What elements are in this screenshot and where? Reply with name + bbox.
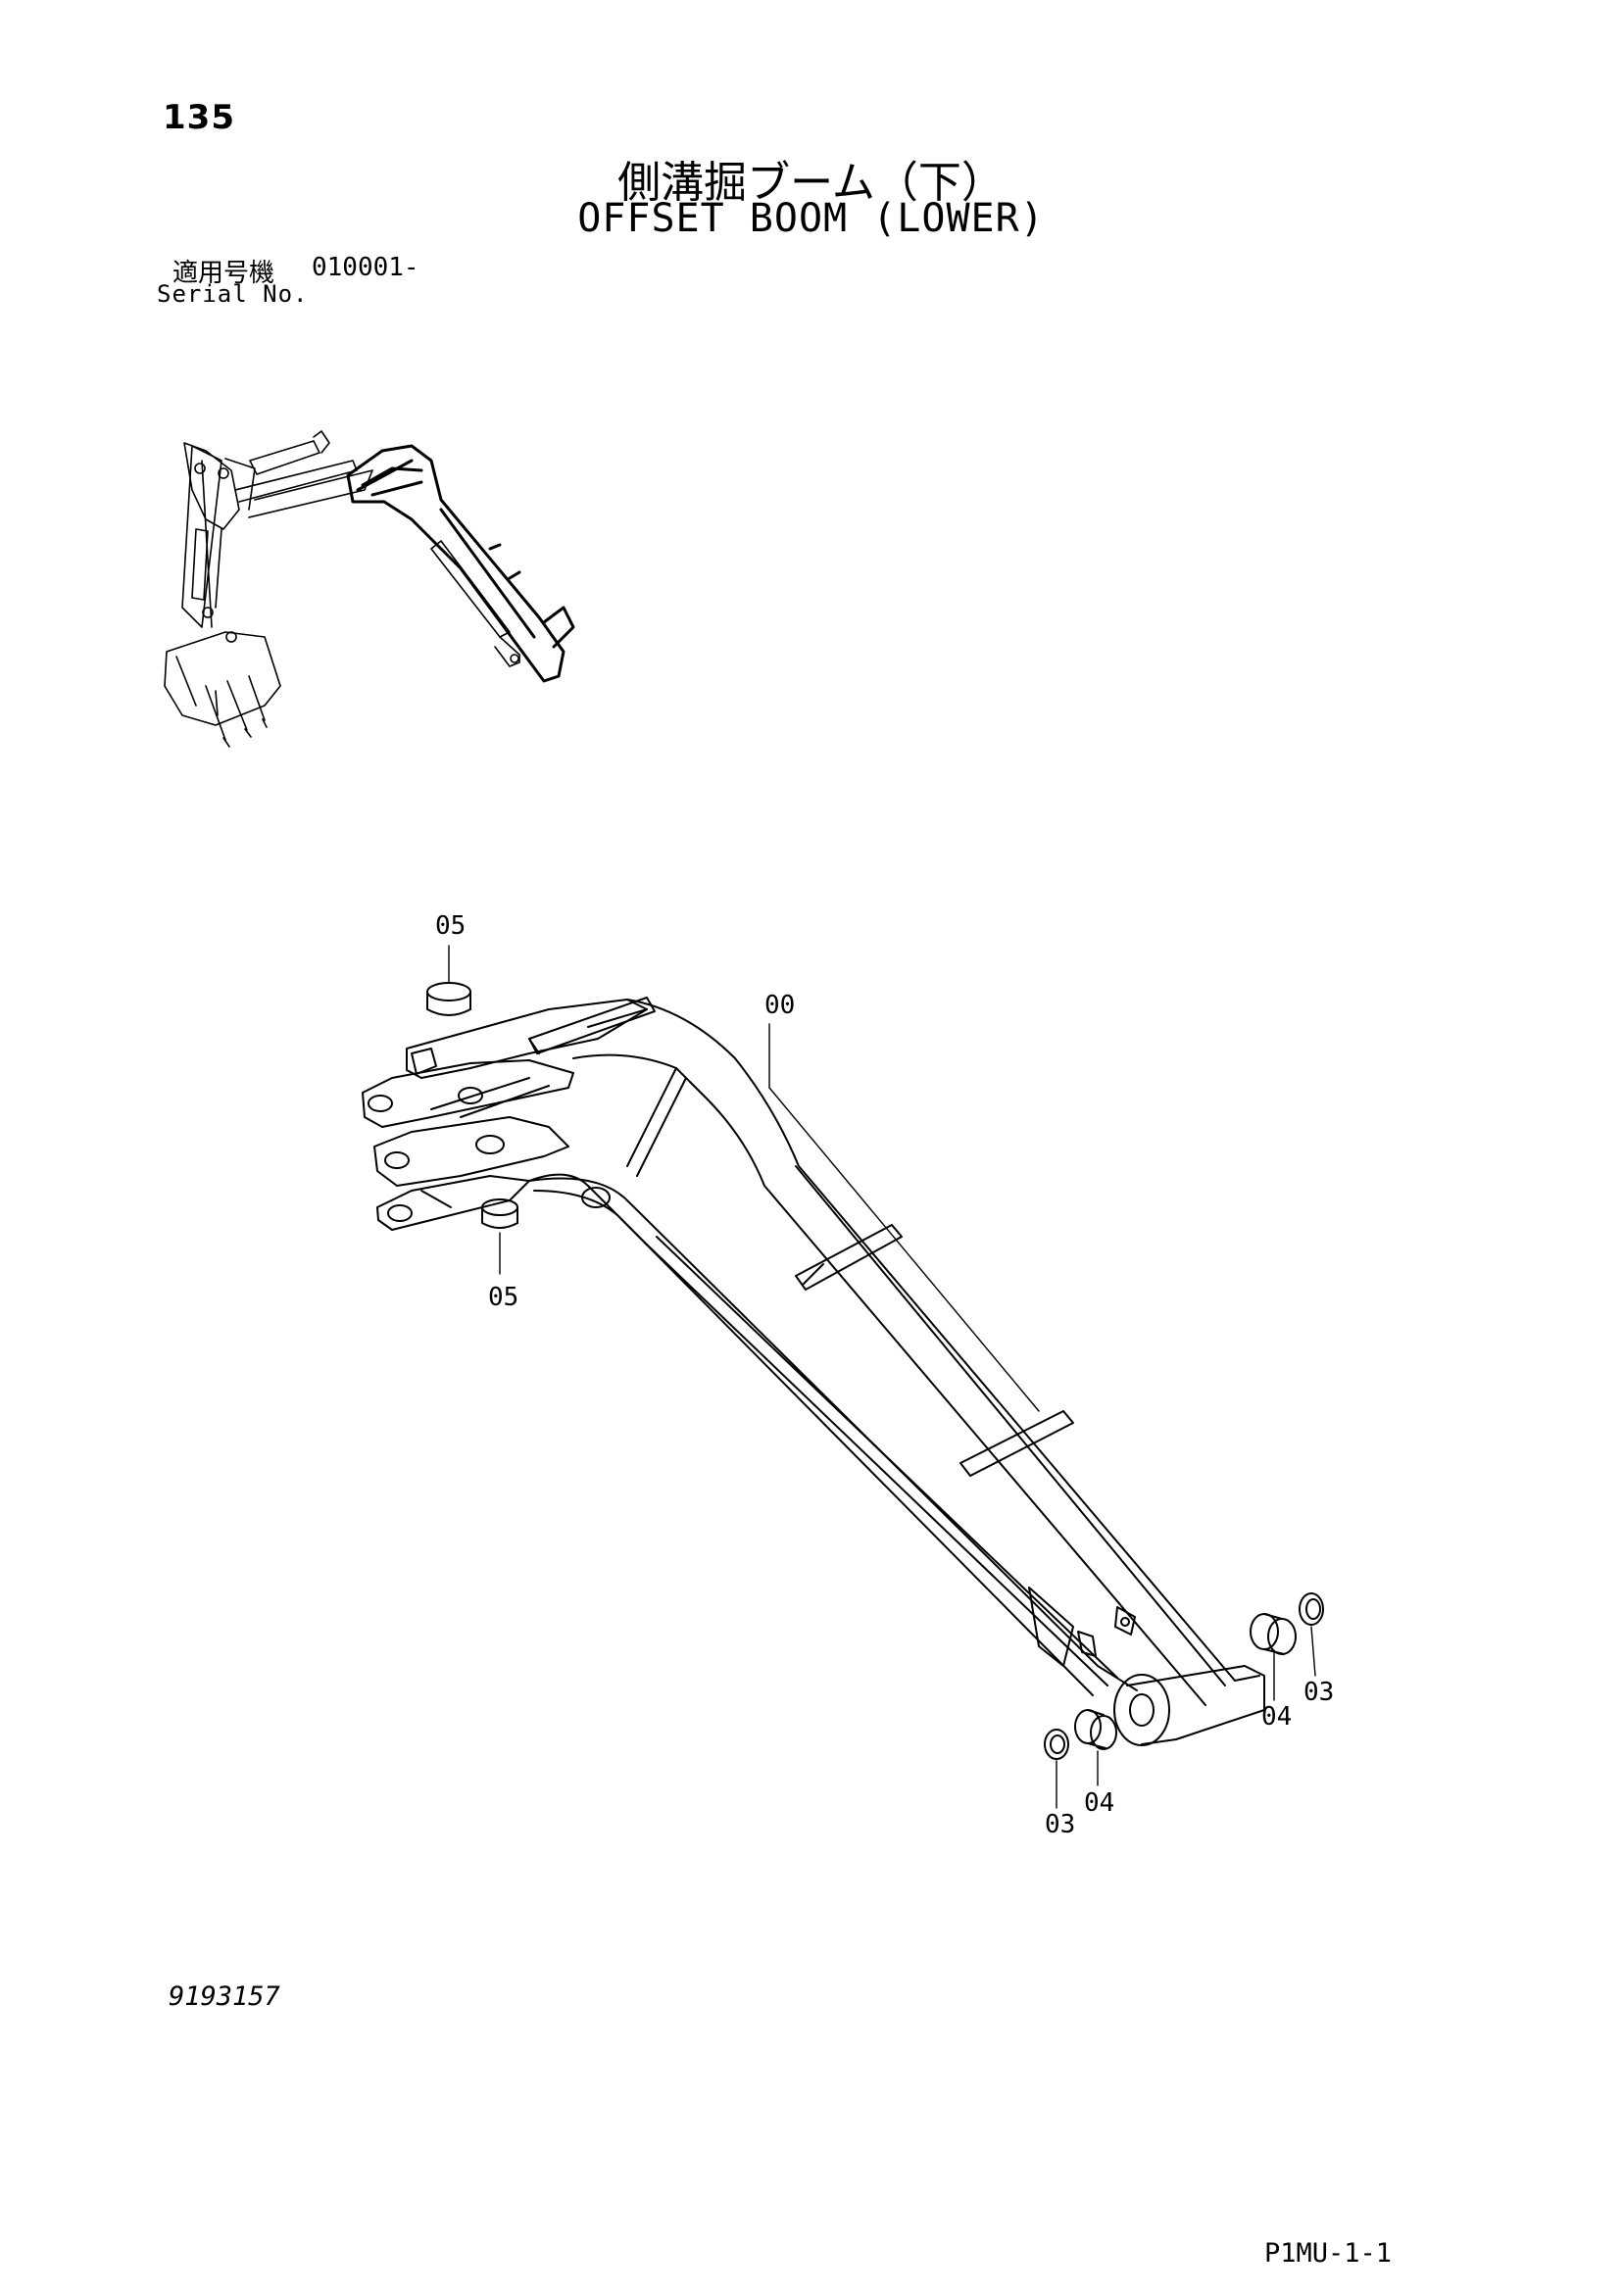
callout-04-right: 04	[1261, 1702, 1292, 1732]
callout-05-top: 05	[435, 911, 466, 941]
offset-boom-lower-drawing	[362, 982, 1324, 1760]
bushing-05-bottom	[481, 1198, 518, 1229]
bushing-04-bottom	[1074, 1709, 1117, 1750]
callout-00: 00	[764, 991, 795, 1020]
page-code: P1MU-1-1	[1264, 2238, 1393, 2269]
serial-label-english: Serial No.	[157, 280, 309, 308]
excavator-arm-overview-thumbnail	[164, 430, 575, 748]
drawing-number: 9193157	[169, 1981, 280, 2012]
callout-05-bottom: 05	[488, 1283, 518, 1312]
bushing-04-right	[1250, 1613, 1297, 1655]
seal-03-bottom	[1044, 1729, 1069, 1760]
callout-leader-lines	[448, 945, 1316, 1809]
callout-04-bottom: 04	[1084, 1788, 1114, 1818]
bushing-05-top	[426, 982, 471, 1016]
page-number: 135	[163, 98, 235, 137]
serial-label-japanese: 適用号機	[172, 259, 275, 288]
page-title-japanese: 側溝掘ブーム（下）	[617, 158, 1005, 208]
page-title-english: OFFSET BOOM (LOWER)	[577, 196, 1045, 241]
callout-03-bottom: 03	[1045, 1810, 1075, 1839]
serial-number-value: 010001-	[312, 253, 419, 282]
seal-03-right	[1299, 1592, 1324, 1626]
callout-03-right: 03	[1303, 1678, 1334, 1707]
